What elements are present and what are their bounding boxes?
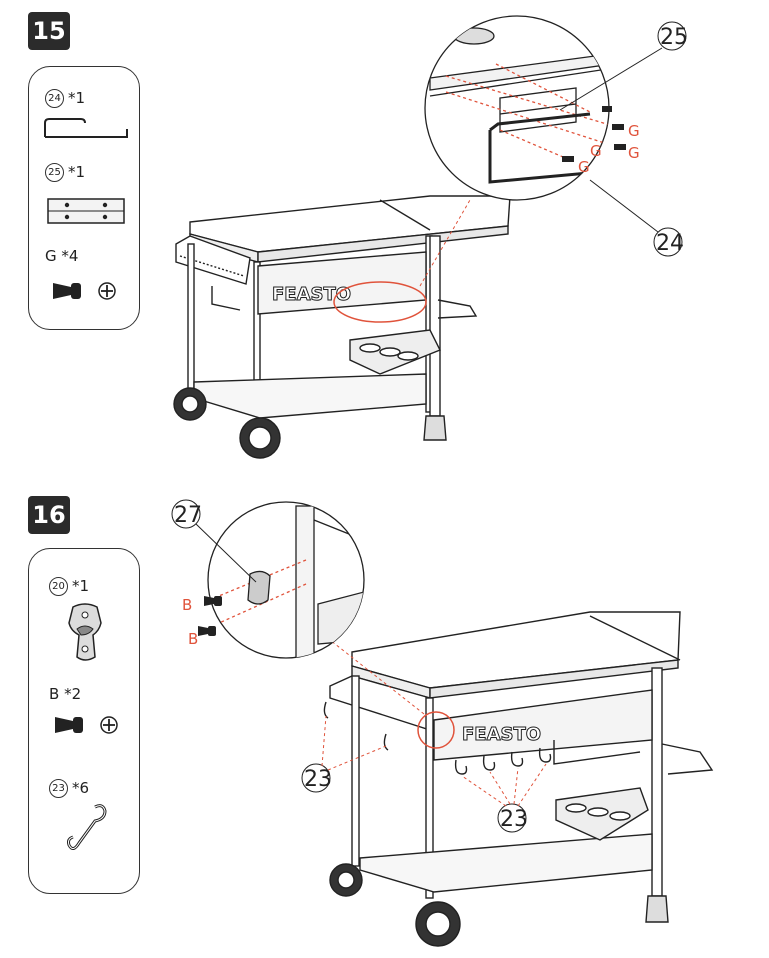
part-25-number: 25 [45,163,64,182]
step-15-target-ellipse [333,281,427,323]
callout-24-circle [653,227,683,257]
part-g-label: G *4 [45,247,78,265]
part-20-number: 20 [49,577,68,596]
part-g-qty: *4 [61,247,79,265]
screw-b-label-1: B [182,596,192,614]
screw-g-label-2: G [628,144,640,162]
s-hook-icon [67,804,107,850]
screw-g-label-1: G [628,122,640,140]
callout-27: 27 [174,503,202,528]
part-20-label: 20*1 [49,577,89,596]
bottle-opener-icon [68,603,102,661]
callout-25: 25 [660,25,688,50]
part-b-label: B *2 [49,685,81,703]
step-16-parts-box: 20*1 B *2 23*6 [28,548,140,894]
callout-25-circle [657,21,687,51]
callout-24: 24 [656,231,684,256]
step-15-parts-box: 24*1 25*1 G *4 [28,66,140,330]
callout-23-left-circle [301,763,331,793]
part-24-number: 24 [45,89,64,108]
bracket-plate-icon [47,198,125,224]
part-23-qty: *6 [72,779,90,797]
part-b-id: B [49,685,60,703]
part-25-label: 25*1 [45,163,85,182]
step-16-cart [323,611,714,947]
towel-bar-icon [44,118,128,138]
screw-g-icon [53,282,116,300]
screw-b-icon [55,716,118,734]
screw-b-label-2: B [188,630,198,648]
callout-23-center: 23 [500,807,528,832]
callout-27-circle [171,499,201,529]
step-15-badge: 15 [28,12,70,50]
part-25-qty: *1 [68,163,86,181]
step-15-cart [173,195,511,459]
part-20-qty: *1 [72,577,90,595]
part-23-label: 23*6 [49,779,89,798]
brand-mark-step16: FEASTO [462,724,541,745]
part-b-qty: *2 [64,685,82,703]
part-g-id: G [45,247,57,265]
step-16-target-circle [417,711,455,749]
part-24-label: 24*1 [45,89,85,108]
callout-23-left: 23 [304,767,332,792]
step-16-badge: 16 [28,496,70,534]
brand-mark-step15: FEASTO [272,284,351,305]
part-23-number: 23 [49,779,68,798]
screw-g-label-4: G [578,158,590,176]
screw-g-label-3: G [590,142,602,160]
callout-23-center-circle [497,803,527,833]
part-24-qty: *1 [68,89,86,107]
